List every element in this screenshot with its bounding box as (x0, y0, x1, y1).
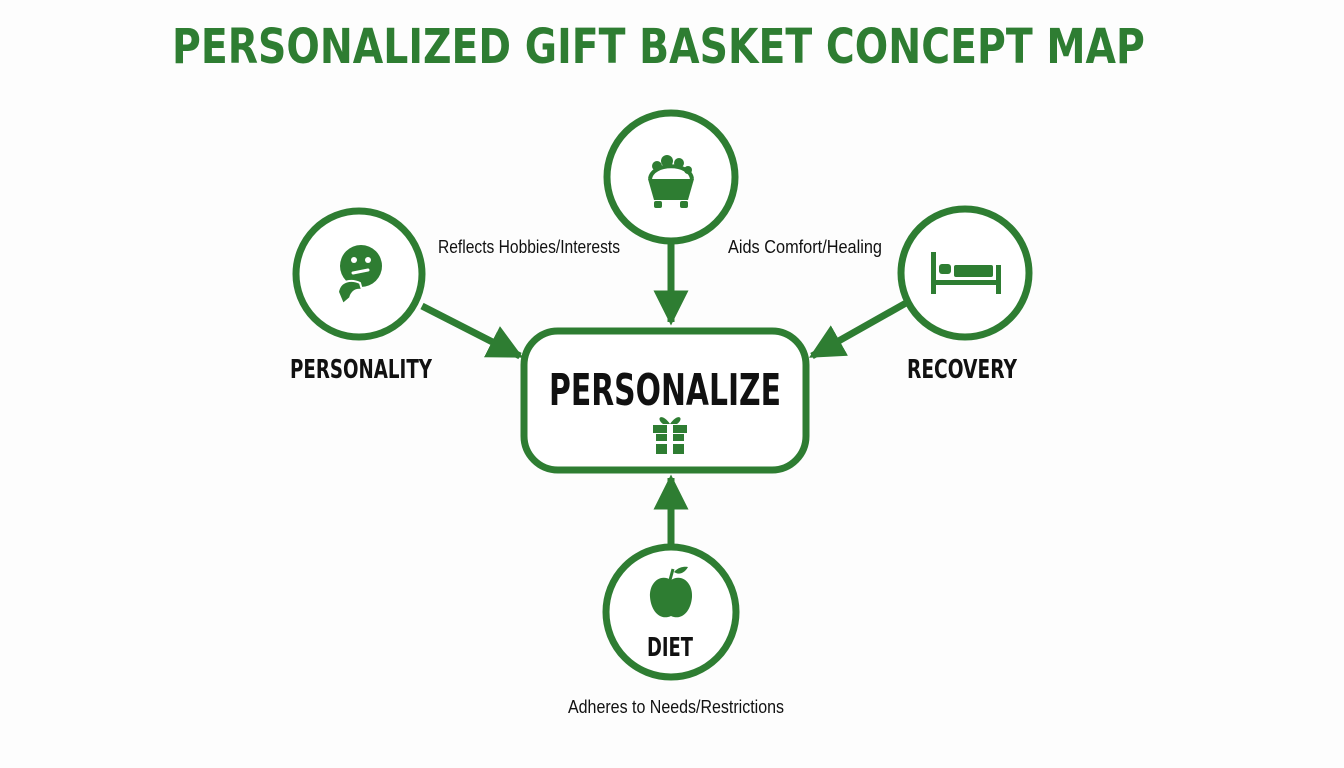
recovery-label: RECOVERY (907, 355, 1018, 385)
page-title: PERSONALIZED GIFT BASKET CONCEPT MAP (172, 19, 1145, 75)
gift-icon (653, 417, 687, 455)
center-label: PERSONALIZE (549, 365, 781, 416)
personality-node: PERSONALITY (290, 207, 433, 385)
edge-label-hobbies: Reflects Hobbies/Interests (438, 237, 620, 257)
edge-label-comfort: Aids Comfort/Healing (728, 237, 882, 257)
apple-icon (649, 566, 693, 618)
arrow-recovery-to-center (808, 299, 908, 360)
personality-label: PERSONALITY (290, 355, 433, 385)
hobbies-node (603, 109, 739, 245)
bed-icon (931, 252, 1001, 294)
thinking-face-icon (336, 245, 382, 306)
diet-node: DIET (602, 543, 740, 681)
center-node: PERSONALIZE (520, 327, 810, 474)
diet-label: DIET (647, 633, 693, 663)
recovery-node: RECOVERY (897, 205, 1033, 385)
edge-label-diet: Adheres to Needs/Restrictions (568, 697, 784, 717)
gift-basket-icon (648, 155, 694, 208)
arrow-personality-to-center (420, 302, 524, 360)
